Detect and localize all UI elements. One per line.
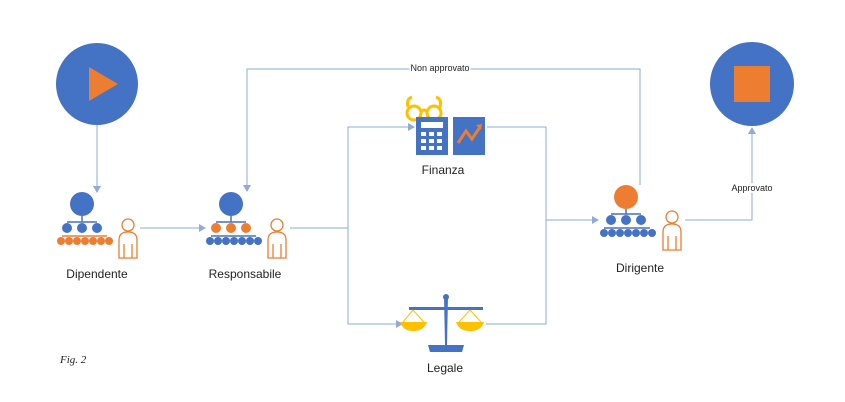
person-icon	[118, 218, 138, 259]
arrowhead-down	[93, 186, 101, 193]
approved-to-end-connector	[685, 130, 753, 221]
finanza-icon	[405, 95, 485, 155]
responsabile-label: Responsabile	[208, 267, 282, 281]
branch-to-finanza-connector	[347, 126, 412, 228]
arrowhead-up	[748, 127, 756, 134]
scales-icon	[400, 294, 484, 352]
person-icon	[662, 210, 682, 251]
finanza-to-merge-connector	[487, 126, 547, 220]
arrowhead-right	[199, 224, 206, 232]
arrowhead-down	[243, 185, 251, 192]
arrowheads	[93, 123, 756, 328]
rejected-edge-label: Non approvato	[409, 63, 471, 73]
arrowhead-right	[408, 123, 415, 131]
approved-edge-label: Approvato	[730, 183, 774, 193]
legale-to-merge-connector	[486, 220, 547, 325]
arrowhead-right	[592, 216, 599, 224]
figure-caption: Fig. 2	[60, 354, 87, 366]
person-icon	[267, 218, 287, 259]
arrowhead-right	[396, 320, 403, 328]
dipendente-icon	[57, 192, 138, 259]
finanza-label: Finanza	[421, 163, 465, 177]
end-event	[710, 42, 794, 126]
dirigente-icon	[600, 185, 682, 251]
responsabile-icon	[206, 192, 287, 259]
start-event	[56, 43, 138, 125]
glasses-icon	[405, 95, 443, 122]
play-icon	[89, 67, 118, 101]
branch-to-legale-connector	[347, 228, 400, 325]
dipendente-label: Dipendente	[66, 267, 128, 281]
stop-icon	[734, 66, 770, 102]
legale-label: Legale	[426, 361, 464, 375]
dirigente-label: Dirigente	[615, 261, 665, 275]
connectors	[96, 68, 753, 325]
